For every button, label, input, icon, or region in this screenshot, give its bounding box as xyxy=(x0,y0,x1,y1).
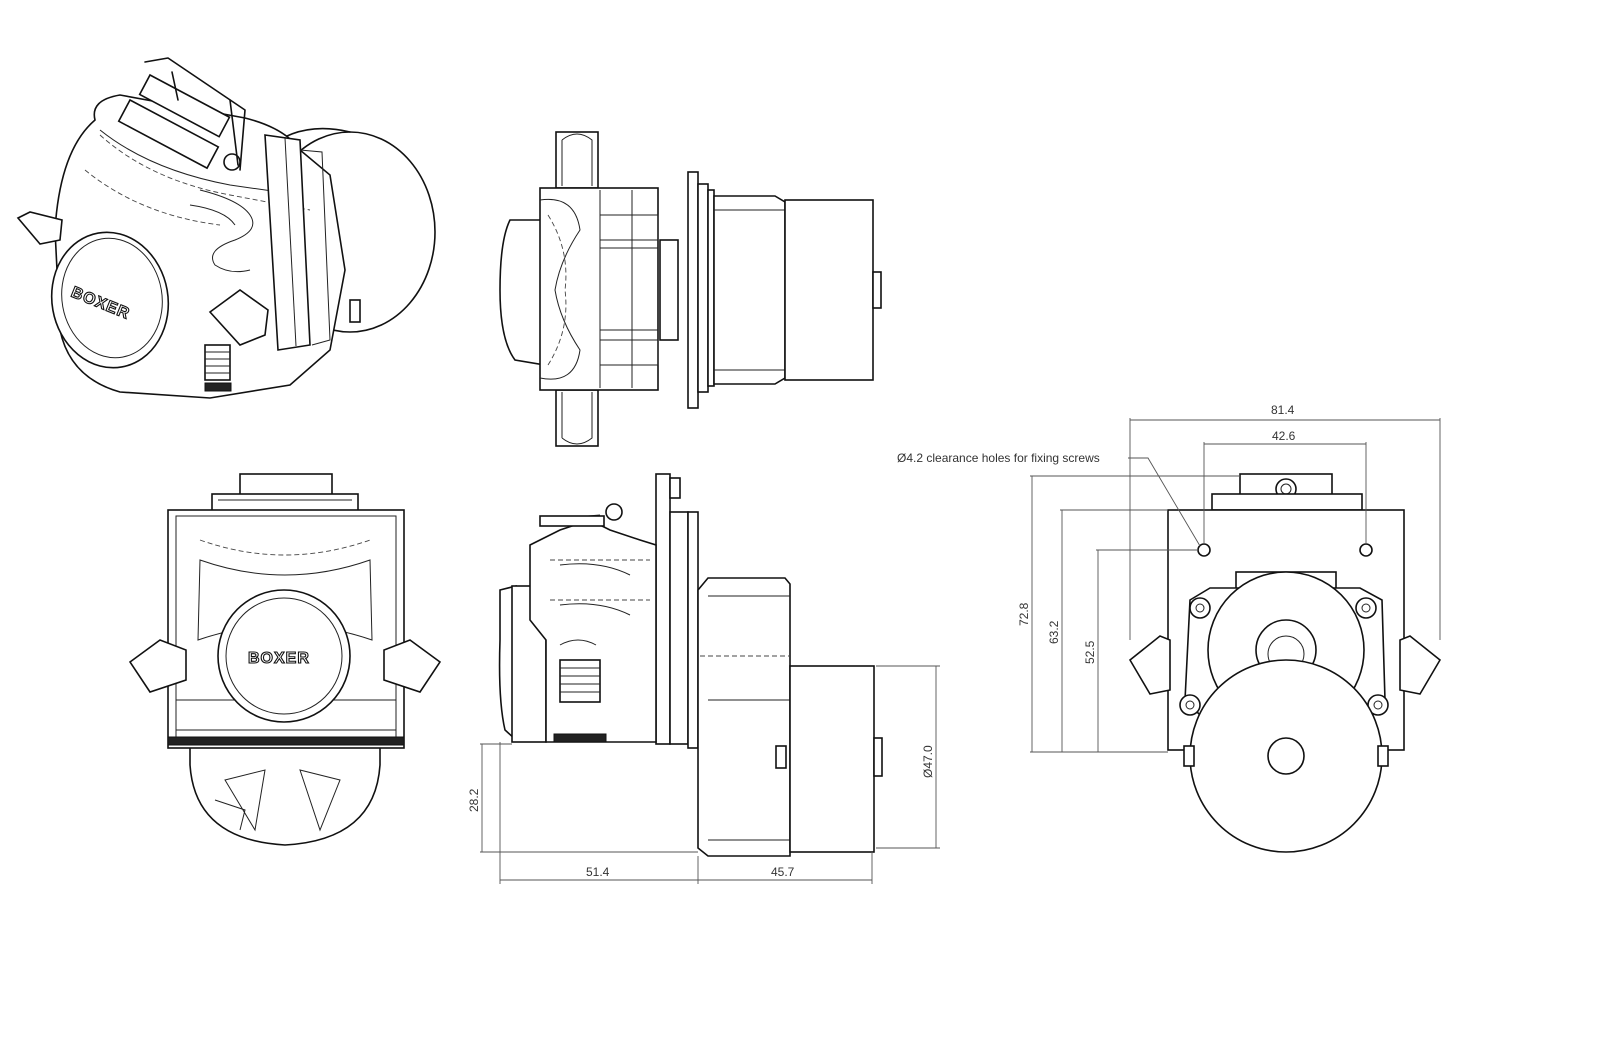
front-logo: BOXER xyxy=(248,650,310,667)
side-motor-body xyxy=(784,199,874,381)
iso-rotor-cover xyxy=(50,231,170,369)
side2-gearbox xyxy=(697,577,791,857)
dim-motor-length: 45.7 xyxy=(771,865,795,879)
front-lever-left xyxy=(128,639,187,693)
dim-base-offset: 28.2 xyxy=(467,788,481,812)
dim-height-overall-line xyxy=(1030,475,1240,753)
side-view xyxy=(499,131,882,447)
dim-width-overall-line xyxy=(1129,418,1441,640)
rear-lever-left xyxy=(1128,635,1171,695)
dim-height-overall: 72.8 xyxy=(1017,602,1031,626)
iso-lever-right xyxy=(208,289,269,346)
rear-fixing-hole-right xyxy=(1359,543,1373,557)
dim-height-mid: 63.2 xyxy=(1047,620,1061,644)
front-view: BOXER xyxy=(128,473,442,846)
dim-motor-diameter-line xyxy=(876,665,940,849)
iso-lever-left xyxy=(16,211,63,245)
rear-view xyxy=(1128,473,1442,853)
side2-motor-body xyxy=(789,665,875,853)
iso-roller-1 xyxy=(138,73,231,138)
clearance-note: Ø4.2 clearance holes for fixing screws xyxy=(897,451,1100,465)
dim-width-overall: 81.4 xyxy=(1271,403,1295,417)
side2-head-body xyxy=(529,519,657,743)
dim-hole-spacing: 42.6 xyxy=(1272,429,1296,443)
iso-side-plate xyxy=(264,134,311,351)
iso-spring xyxy=(204,344,231,381)
iso-roller-2 xyxy=(117,98,220,170)
dim-height-holes: 52.5 xyxy=(1083,640,1097,664)
side-motor-shaft xyxy=(872,271,882,309)
front-motor xyxy=(189,744,381,846)
dim-head-length: 51.4 xyxy=(586,865,610,879)
iso-gear xyxy=(204,382,232,392)
front-lever-right xyxy=(383,639,442,693)
side-flange xyxy=(687,171,699,409)
side2-motor-shaft xyxy=(873,737,883,777)
dim-hole-spacing-line xyxy=(1203,442,1367,544)
dim-length-line xyxy=(499,742,873,884)
rear-motor-shaft xyxy=(1267,737,1305,775)
side-motor-gearbox xyxy=(713,195,786,385)
dim-height-holes-line xyxy=(1096,549,1198,752)
dim-motor-diameter: Ø47.0 xyxy=(921,745,935,778)
rear-lever-right xyxy=(1399,635,1442,695)
side-head-body xyxy=(539,187,659,391)
side2-flange xyxy=(655,473,671,745)
front-rotor-cover xyxy=(217,589,351,723)
side-lower-clamp xyxy=(555,389,599,447)
dim-base-offset-line xyxy=(480,743,698,853)
side-view-2 xyxy=(498,473,883,857)
dimension-lines: 81.4 42.6 Ø4.2 clearance holes for fixin… xyxy=(467,403,1441,884)
isometric-view: BOXER xyxy=(16,57,436,399)
side2-gear xyxy=(553,733,607,743)
clearance-leader xyxy=(1128,457,1201,547)
front-base-strip xyxy=(167,736,405,746)
dim-height-mid-line xyxy=(1060,509,1168,752)
side-front-cap xyxy=(499,219,546,366)
side-upper-clamp xyxy=(555,131,599,189)
